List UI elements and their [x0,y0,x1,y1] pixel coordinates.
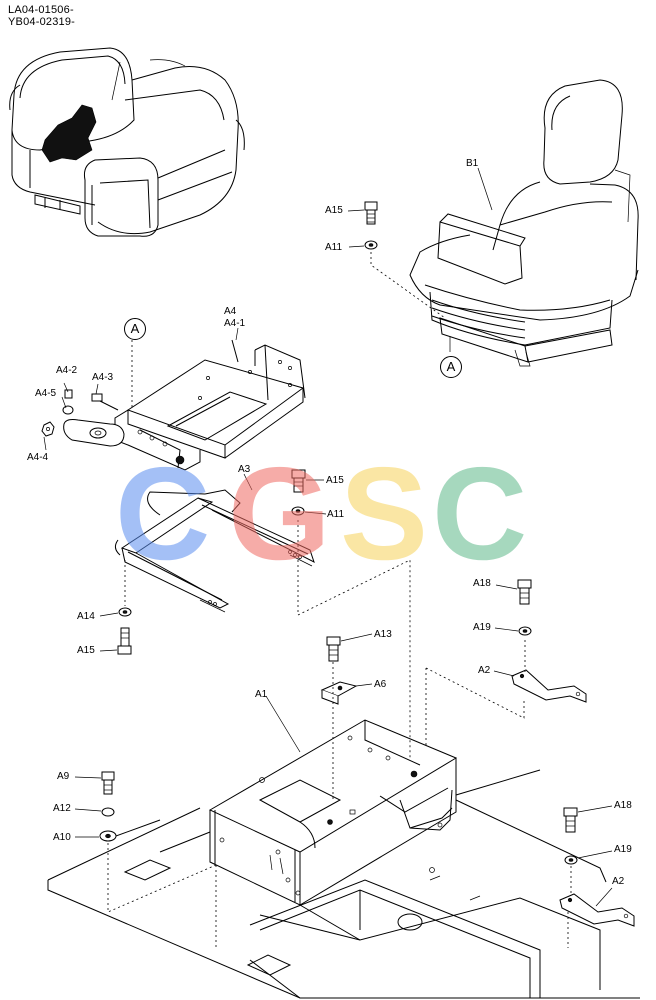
callout-a-left: A [124,318,146,340]
washer-a4-5 [62,405,74,415]
label-a6: A6 [374,679,387,690]
bushing-a4-2 [64,389,73,399]
nut-plate-a6 [320,681,358,705]
label-a11-mid: A11 [327,509,345,520]
serial-range-1: LA04-01506- [8,4,74,16]
watermark-letter-4: C [432,440,528,587]
label-a12: A12 [53,803,71,814]
label-a11-top: A11 [325,242,343,253]
label-a18-upper: A18 [473,578,491,589]
bolt-a13 [326,636,341,662]
label-a4-2: A4-2 [56,365,78,376]
plate-a4-illustration [114,339,306,471]
nut-a4-4 [41,421,55,437]
label-a2-upper: A2 [478,665,491,676]
bolt-a15-mid [291,469,306,493]
lever-a4-2 [63,419,125,447]
label-a13: A13 [374,629,392,640]
washer-a12 [101,807,115,817]
slide-rail-a3-illustration [114,489,315,613]
label-a18-lower: A18 [614,800,632,811]
label-a4-4: A4-4 [27,452,49,463]
cab-overview-illustration [9,47,245,237]
bolt-a18-lower [563,807,578,833]
seat-stand-a1-illustration [208,719,458,906]
label-a19-lower: A19 [614,844,632,855]
label-a10: A10 [53,832,71,843]
watermark-letter-3: S [340,440,429,587]
watermark-letter-1: C [115,440,211,587]
bracket-a2-lower [559,893,635,927]
pin-a4-3 [91,393,119,411]
label-a4-5: A4-5 [35,388,57,399]
watermark-letter-2: G [228,440,331,587]
b1-leader-line [477,167,493,211]
seat-assembly-illustration [409,79,639,367]
bolt-a15-left [117,627,132,655]
label-a15-top: A15 [325,205,343,216]
a1-leader-line [265,695,301,753]
label-a2-lower: A2 [612,876,625,887]
serial-range-2: YB04-02319- [8,16,76,28]
label-a9: A9 [57,771,70,782]
label-a3: A3 [238,464,251,475]
label-b1: B1 [466,158,479,169]
label-a15-left: A15 [77,645,95,656]
bolt-a15-top [364,201,378,225]
label-a15-mid: A15 [326,475,344,486]
label-a19-upper: A19 [473,622,491,633]
seat-mount-phantom-line [370,252,446,319]
callout-a-right: A [440,356,462,378]
bolt-a9 [101,771,115,795]
label-a4-1: A4-1 [224,318,246,329]
label-a1: A1 [255,689,268,700]
bolt-a18-upper [517,579,532,605]
label-a4: A4 [224,306,237,317]
floor-plate-illustration [47,769,640,999]
label-a4-3: A4-3 [92,372,114,383]
label-a14: A14 [77,611,95,622]
bracket-a2-upper [511,669,587,703]
